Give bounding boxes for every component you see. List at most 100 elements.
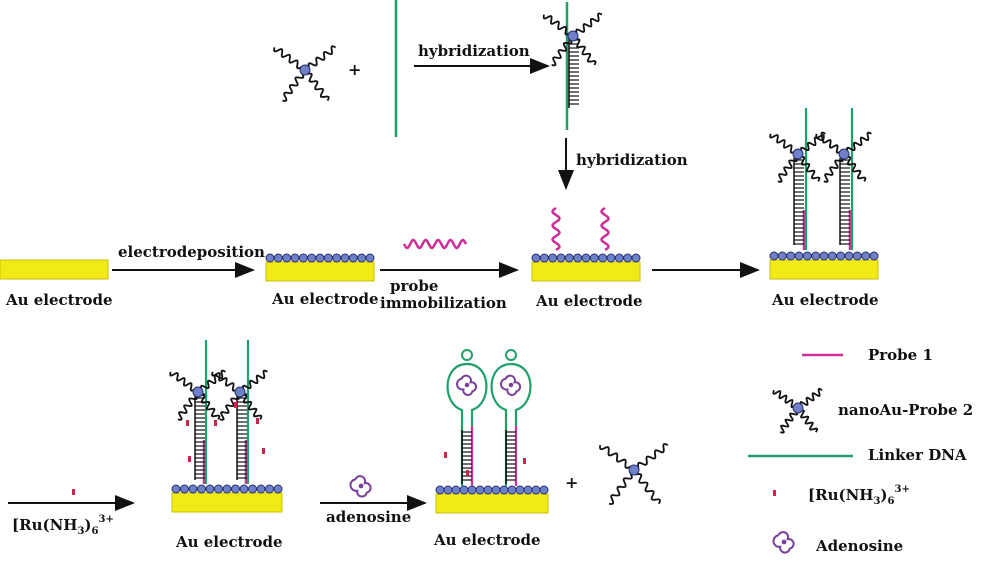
ru-loaded-electrode xyxy=(169,340,283,513)
ru-complex-icon xyxy=(234,402,237,408)
probe2-strand xyxy=(599,444,636,471)
gold-nanoparticle-bead xyxy=(581,253,591,263)
ru-complex-icon xyxy=(262,448,265,454)
adenosine-core xyxy=(508,382,514,388)
gold-nanoparticle-bead xyxy=(459,485,469,495)
ru-complex-icon xyxy=(773,490,776,496)
gold-nanoparticle-bead xyxy=(205,484,215,494)
ru-label-1: [Ru(NH3)63+ xyxy=(12,514,114,537)
gold-nanoparticle-bead xyxy=(365,253,375,263)
gold-nanoparticle-bead xyxy=(298,253,308,263)
probe2-strand xyxy=(542,14,575,37)
probe1-strand xyxy=(402,238,468,250)
gold-nanoparticle-bead xyxy=(357,253,367,263)
gold-nanoparticle-bead xyxy=(598,253,608,263)
gold-nanoparticle-bead xyxy=(631,253,641,263)
ru-complex-icon xyxy=(444,452,447,458)
adenosine-core xyxy=(358,483,364,489)
ru-complex-icon xyxy=(188,456,191,462)
gold-nanoparticle-bead xyxy=(315,253,325,263)
probe2-strand xyxy=(841,153,867,182)
gold-nanoparticle-bead xyxy=(786,251,796,261)
gold-nanoparticle-bead xyxy=(188,484,198,494)
probe2-strand xyxy=(304,45,336,73)
gold-nanoparticle-bead xyxy=(836,251,846,261)
probe2-strand xyxy=(273,47,307,71)
gold-nanoparticle-bead xyxy=(273,484,283,494)
probe2-strand xyxy=(843,131,872,157)
nanoau-probe2-icon xyxy=(273,45,336,102)
nanoau-probe2-icon xyxy=(772,387,823,434)
gold-nanoparticle-bead xyxy=(239,484,249,494)
probe2-strand xyxy=(769,133,800,155)
probe2-strand xyxy=(608,468,635,505)
legend-nanoau: nanoAu-Probe 2 xyxy=(838,401,973,419)
gold-nanoparticle-bead xyxy=(443,485,453,495)
gold-nanoparticle-bead xyxy=(614,253,624,263)
gold-nanoparticle-bead xyxy=(861,251,871,261)
gold-nanoparticle-bead xyxy=(231,484,240,494)
adenosine-core xyxy=(464,382,470,388)
ru-complex-icon xyxy=(186,420,189,426)
au-electrode-label-4: Au electrode xyxy=(771,291,879,309)
gold-nanoparticle-bead xyxy=(819,251,829,261)
gold-nanoparticle-bead xyxy=(523,485,533,495)
hybridization-label-1: hybridization xyxy=(418,42,530,60)
probe2-strand xyxy=(631,469,661,505)
gold-nanoparticle-bead xyxy=(180,484,189,494)
probe2-strand xyxy=(177,390,199,421)
adenosine-glyph xyxy=(349,475,372,498)
au-electrode-label-6: Au electrode xyxy=(433,531,541,549)
probe2-strand xyxy=(795,407,819,433)
bare-au-electrode xyxy=(0,259,109,280)
gold-nanoparticle-bead xyxy=(794,251,804,261)
probe2-strand xyxy=(302,69,330,101)
adenosine-glyph xyxy=(500,374,522,396)
probe2-strand xyxy=(570,35,597,66)
released-nanoau-probe2 xyxy=(599,443,669,505)
hybridization-label-2: hybridization xyxy=(576,151,688,169)
ru-complex-icon xyxy=(214,420,217,426)
au-electrode-base xyxy=(531,261,641,282)
ru-complex-icon xyxy=(256,418,259,424)
adenosine-glyph xyxy=(456,374,478,396)
gold-nanoparticle-bead xyxy=(248,484,257,494)
probe2-strand xyxy=(211,371,242,393)
gold-nanoparticle-bead xyxy=(197,484,206,494)
gold-nanoparticle-bead xyxy=(852,251,862,261)
nanogold-modified-electrode xyxy=(265,253,375,282)
probe2-strand xyxy=(237,391,263,420)
sandwich-assembled-electrode xyxy=(769,108,879,280)
adenosine-icon xyxy=(772,531,795,554)
au-electrode-label-2: Au electrode xyxy=(271,290,379,308)
gold-nanoparticle-bead xyxy=(539,253,549,263)
nanoau-core xyxy=(299,64,311,76)
gold-nanoparticle-bead xyxy=(222,484,232,494)
legend-linker: Linker DNA xyxy=(868,446,967,464)
gold-nanoparticle-bead xyxy=(475,485,485,495)
gold-nanoparticle-bead xyxy=(265,253,275,263)
nanoau-core xyxy=(792,402,804,414)
ru-complex-icon xyxy=(72,489,75,495)
gold-nanoparticle-bead xyxy=(623,253,633,263)
probe2-strand xyxy=(551,34,574,67)
gold-nanoparticle-bead xyxy=(515,485,525,495)
gold-nanoparticle-bead xyxy=(348,253,358,263)
probe1-strand xyxy=(551,206,561,252)
aptamer-adenosine-electrode xyxy=(435,349,549,514)
gold-nanoparticle-bead xyxy=(467,485,477,495)
gold-nanoparticle-bead xyxy=(531,485,541,495)
probe2-strand xyxy=(169,371,200,393)
aptamer-knob xyxy=(505,349,517,361)
gold-nanoparticle-bead xyxy=(507,485,517,495)
au-electrode-label-1: Au electrode xyxy=(5,291,113,309)
gold-nanoparticle-bead xyxy=(548,253,558,263)
au-electrode-label-3: Au electrode xyxy=(535,292,643,310)
gold-nanoparticle-bead xyxy=(273,253,283,263)
probe2-strand xyxy=(195,391,221,420)
gold-nanoparticle-bead xyxy=(290,253,300,263)
aptamer-loop xyxy=(490,362,532,426)
nanoau-core xyxy=(838,148,850,160)
adenosine-glyph xyxy=(772,531,795,554)
